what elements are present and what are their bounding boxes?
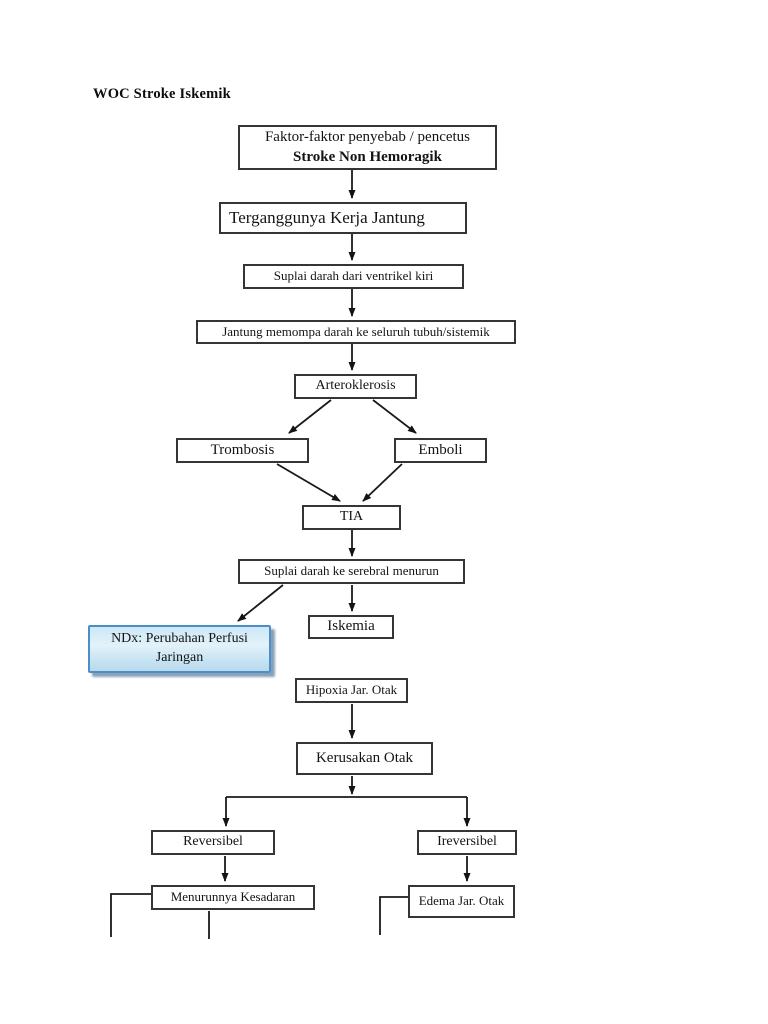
node-label: Arteroklerosis	[315, 378, 396, 394]
node-ndx-perubahan-perfusi: NDx: Perubahan Perfusi Jaringan	[88, 625, 271, 673]
node-terganggunya-kerja-jantung: Terganggunya Kerja Jantung	[219, 202, 467, 234]
node-kerusakan-otak: Kerusakan Otak	[296, 742, 433, 775]
node-label: Emboli	[418, 441, 463, 458]
node-label: Terganggunya Kerja Jantung	[229, 208, 425, 228]
node-label: Jantung memompa darah ke seluruh tubuh/s…	[222, 323, 490, 339]
node-label: Hipoxia Jar. Otak	[305, 682, 398, 698]
ndx-line2: Jaringan	[155, 650, 204, 665]
node-ireversibel: Ireversibel	[417, 830, 517, 855]
node-label: Kerusakan Otak	[315, 749, 414, 766]
node-suplai-serebral-menurun: Suplai darah ke serebral menurun	[238, 559, 465, 584]
node-faktor-penyebab: Faktor-faktor penyebab / pencetus Stroke…	[238, 125, 497, 170]
node-jantung-memompa: Jantung memompa darah ke seluruh tubuh/s…	[196, 320, 516, 344]
node-label: Iskemia	[327, 618, 375, 635]
node-label: Ireversibel	[437, 834, 497, 850]
node-faktor-line1: Faktor-faktor penyebab / pencetus	[264, 129, 471, 145]
node-label: Menurunnya Kesadaran	[170, 889, 296, 905]
ndx-line1: NDx: Perubahan Perfusi	[111, 631, 248, 647]
node-label: TIA	[339, 509, 364, 525]
node-iskemia: Iskemia	[308, 615, 394, 639]
node-arteroklerosis: Arteroklerosis	[294, 374, 417, 399]
node-label: Suplai darah ke serebral menurun	[264, 563, 439, 579]
node-label: Edema Jar. Otak	[418, 893, 505, 909]
node-label: Reversibel	[183, 834, 243, 850]
node-label: Suplai darah dari ventrikel kiri	[273, 268, 434, 284]
node-trombosis: Trombosis	[176, 438, 309, 463]
node-label: Trombosis	[210, 441, 275, 458]
node-menurunnya-kesadaran: Menurunnya Kesadaran	[151, 885, 315, 910]
node-emboli: Emboli	[394, 438, 487, 463]
node-tia: TIA	[302, 505, 401, 530]
node-hipoxia-jar-otak: Hipoxia Jar. Otak	[295, 678, 408, 703]
node-suplai-darah-ventrikel: Suplai darah dari ventrikel kiri	[243, 264, 464, 289]
node-faktor-line2: Stroke Non Hemoragik	[293, 148, 442, 165]
node-edema-jar-otak: Edema Jar. Otak	[408, 885, 515, 918]
node-reversibel: Reversibel	[151, 830, 275, 855]
page-title: WOC Stroke Iskemik	[93, 86, 231, 102]
